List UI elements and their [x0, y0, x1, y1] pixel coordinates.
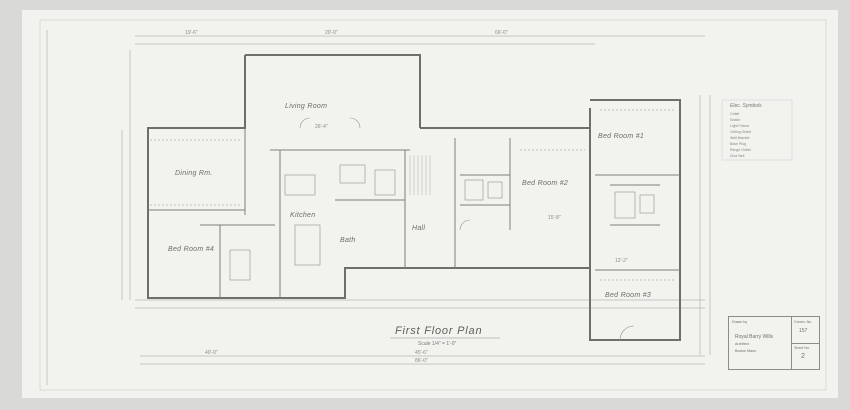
job-number: 157	[799, 328, 808, 334]
job-label: Comm. No.	[794, 320, 813, 324]
dimension-lines	[46, 30, 711, 385]
dim-bed-right: 15'-8"	[548, 215, 561, 221]
room-label-bed1: Bed Room #1	[598, 133, 645, 140]
room-label-kitchen: Kitchen	[290, 212, 316, 219]
title-block: Drawn by Royal Barry Wills Architect Bos…	[728, 316, 820, 370]
dim-top-left: 19'-6"	[185, 30, 198, 36]
legend-row: Ceiling Outlet	[730, 130, 752, 134]
sheet-label: Sheet No.	[794, 346, 810, 350]
dim-top-center: 20'-0"	[325, 30, 338, 36]
architect-address: Boston Mass.	[735, 349, 757, 353]
fixtures	[150, 109, 675, 341]
architect-name: Royal Barry Wills	[735, 334, 774, 340]
room-label-bed3: Bed Room #3	[605, 292, 652, 299]
scale-note: Scale 1/4" = 1'-0"	[418, 341, 457, 347]
exterior-walls	[147, 54, 681, 341]
dim-living-width: 26'-4"	[315, 124, 328, 130]
legend-row: Switch	[730, 118, 741, 122]
interior-walls	[148, 128, 680, 298]
title-block-divider	[791, 343, 819, 344]
sheet-number: 2	[801, 353, 805, 360]
dim-bed-lower: 12'-2"	[615, 258, 628, 264]
stair-hatching	[409, 155, 431, 195]
dim-bottom-overall: 86'-0"	[415, 358, 428, 364]
room-label-bed2: Bed Room #2	[522, 180, 569, 187]
room-label-dining: Dining Rm.	[175, 170, 213, 177]
legend-row: Range Outlet	[730, 148, 751, 152]
legend-box	[721, 99, 793, 161]
legend-heading: Elec. Symbols	[730, 103, 762, 109]
paper-border	[39, 19, 827, 391]
legend-row: Base Plug	[730, 142, 746, 146]
drawn-by: Drawn by	[732, 320, 748, 324]
architect-sub: Architect	[735, 342, 749, 346]
room-label-bath: Bath	[340, 237, 356, 244]
room-label-hall: Hall	[412, 225, 426, 232]
room-label-living: Living Room	[285, 103, 328, 110]
legend-row: Wall Bracket	[730, 136, 750, 140]
dim-bottom-left: 40'-0"	[205, 350, 218, 356]
drawing-title: First Floor Plan	[395, 325, 483, 337]
room-label-bed4: Bed Room #4	[168, 246, 215, 253]
legend-row: Door Bell	[730, 154, 745, 158]
dim-top-overall: 66'-0"	[495, 30, 508, 36]
legend-row: Light Fixture	[730, 124, 750, 128]
legend-row: Outlet	[730, 112, 740, 116]
dim-bottom-center: 45'-6"	[415, 350, 428, 356]
paper	[22, 10, 838, 398]
